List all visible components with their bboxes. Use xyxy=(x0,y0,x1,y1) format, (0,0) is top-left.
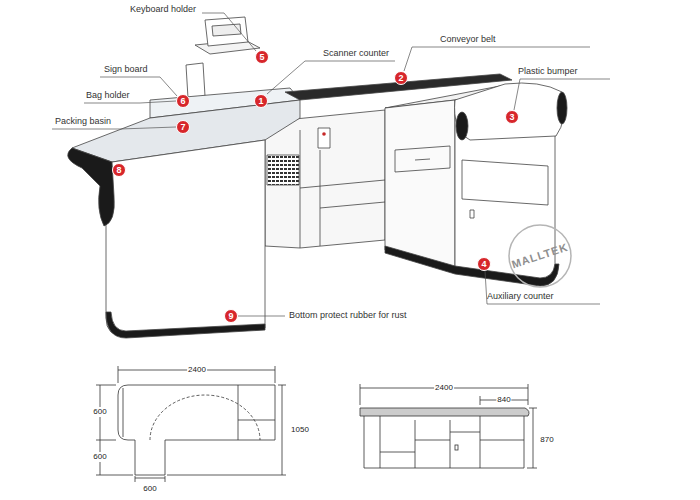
plan-outline xyxy=(118,385,275,475)
sign-board xyxy=(186,63,205,98)
leader-line xyxy=(485,271,600,304)
part-name: Scanner counter xyxy=(323,48,389,59)
dimension: 840 xyxy=(496,395,511,405)
callout-number: 1 xyxy=(254,94,268,108)
dimension: 1050 xyxy=(290,425,310,435)
dimension-line xyxy=(135,476,165,482)
dimension: 870 xyxy=(539,435,554,445)
part-name: Plastic bumper xyxy=(518,66,578,77)
leader-line xyxy=(202,13,256,51)
plan-arc xyxy=(150,395,260,440)
elevation-body xyxy=(364,416,524,468)
leader-line xyxy=(238,316,285,317)
dimension: 2400 xyxy=(187,365,207,375)
aux-door xyxy=(462,160,548,205)
callout-number: 2 xyxy=(394,71,408,85)
callout-number: 5 xyxy=(255,50,269,64)
drawer-grid xyxy=(267,155,299,185)
stamp-ring xyxy=(509,225,571,287)
plastic-bumper xyxy=(455,83,564,140)
callout-number: 3 xyxy=(505,110,519,124)
leader-line xyxy=(267,61,395,94)
cabinet xyxy=(265,110,385,248)
dimension-line xyxy=(480,396,528,405)
callout-number: 6 xyxy=(176,94,190,108)
bumper-cap xyxy=(456,112,468,140)
callout-circle xyxy=(478,258,491,271)
dimension-line xyxy=(167,385,286,475)
dimension-line xyxy=(118,366,275,383)
dimension: 600 xyxy=(92,407,107,417)
leader-line xyxy=(84,101,176,103)
part-name: Packing basin xyxy=(55,116,111,127)
bumper-cap xyxy=(557,92,567,124)
part-name: Keyboard holder xyxy=(130,4,196,15)
plan-detail xyxy=(123,385,275,440)
keyboard-box xyxy=(205,17,248,46)
dimension-line xyxy=(527,408,537,468)
callout-number: 7 xyxy=(176,120,190,134)
callout-circle xyxy=(177,121,190,134)
leader-line xyxy=(514,79,610,110)
aux-side xyxy=(385,100,455,270)
part-name: Bottom protect rubber for rust xyxy=(289,310,407,321)
callout-number: 9 xyxy=(224,309,238,323)
dimension: 600 xyxy=(142,484,157,494)
callout-number: 4 xyxy=(477,257,491,271)
cabinet-shelf xyxy=(300,130,385,248)
callout-number: 2 xyxy=(394,71,408,85)
part-name: Conveyor belt xyxy=(440,34,496,45)
callout-number: 6 xyxy=(176,94,190,108)
callout-circle xyxy=(506,111,519,124)
dimension-line xyxy=(360,384,528,405)
callout-circle xyxy=(177,95,190,108)
callout-number: 1 xyxy=(254,94,268,108)
elevation-detail xyxy=(380,416,524,468)
callout-number: 8 xyxy=(112,163,126,177)
leader-line xyxy=(52,127,176,129)
callout-number: 3 xyxy=(505,110,519,124)
counter-front xyxy=(106,140,265,336)
door-lock xyxy=(470,210,474,218)
callout-number: 7 xyxy=(176,120,190,134)
elevation-lock xyxy=(455,445,458,450)
dimension: 600 xyxy=(92,452,107,462)
dimension: 2400 xyxy=(434,383,454,393)
callout-circle xyxy=(113,164,126,177)
part-name: Auxiliary counter xyxy=(487,291,554,302)
end-bumper xyxy=(68,148,115,226)
callout-number: 5 xyxy=(255,50,269,64)
part-name: Sign board xyxy=(104,64,148,75)
callout-circle xyxy=(256,51,269,64)
control-light xyxy=(322,132,326,136)
callout-number: 8 xyxy=(112,163,126,177)
keyboard-detail xyxy=(212,24,241,36)
control-box xyxy=(318,128,330,148)
callout-circle xyxy=(255,95,268,108)
callout-circle xyxy=(395,72,408,85)
callout-number: 4 xyxy=(477,257,491,271)
callout-number: 9 xyxy=(224,309,238,323)
aux-drawer xyxy=(395,146,450,172)
elevation-top xyxy=(360,408,529,416)
callout-circle xyxy=(225,310,238,323)
part-name: Bag holder xyxy=(86,90,130,101)
